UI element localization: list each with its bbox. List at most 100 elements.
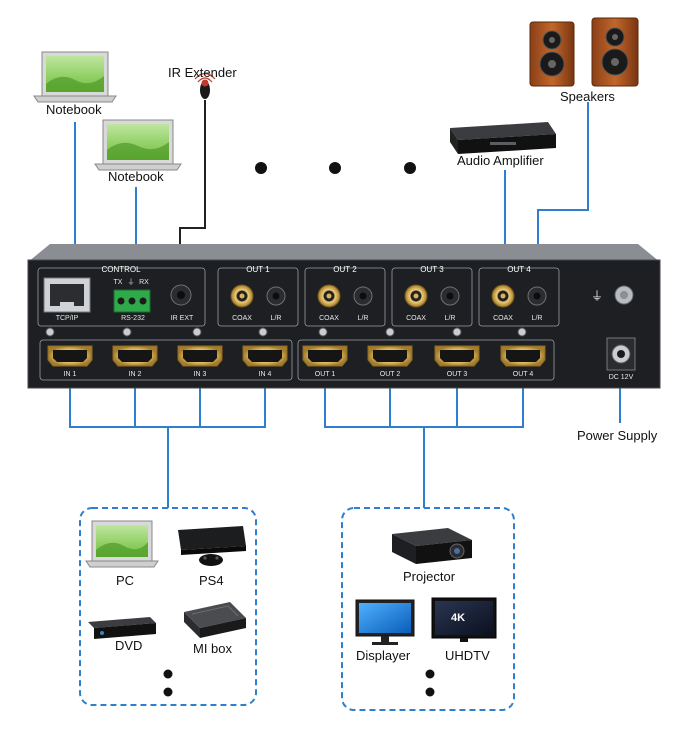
device-body <box>27 259 661 389</box>
speakers-label: Speakers <box>560 89 615 104</box>
hdmi-output-1[interactable] <box>302 345 348 367</box>
rj45-port[interactable] <box>43 277 91 313</box>
coax-jack[interactable] <box>230 284 254 308</box>
control-group-frame <box>37 267 206 327</box>
rs232-terminal[interactable] <box>113 289 151 313</box>
lr-audio-jack[interactable] <box>440 286 460 306</box>
notebook-2-icon <box>94 119 182 171</box>
matrix-device-rear-panel: CONTROL TCP/IP TX RX ⏚ RS-232 IR EXT OUT… <box>27 244 661 389</box>
lr-audio-jack[interactable] <box>266 286 286 306</box>
hdmi-input-1[interactable] <box>47 345 93 367</box>
hdmi-port-label: IN 2 <box>129 371 142 378</box>
rs232-label: RS-232 <box>121 315 145 322</box>
displayer-label: Displayer <box>356 648 411 663</box>
speakers-icon <box>529 17 639 87</box>
audio-out-frame <box>478 267 560 327</box>
coax-label: COAX <box>406 315 426 322</box>
hdmi-input-group-frame <box>39 339 293 381</box>
pc-label: PC <box>116 573 135 588</box>
audio-out-frame <box>217 267 299 327</box>
display-more-dots <box>425 669 435 697</box>
hdmi-port-label: OUT 4 <box>513 371 534 378</box>
ground-screw <box>614 285 634 305</box>
coax-jack[interactable] <box>404 284 428 308</box>
uhdtv-icon: 4K <box>431 597 497 642</box>
audio-out-title: OUT 2 <box>333 265 357 274</box>
ir-ext-label: IR EXT <box>171 315 194 322</box>
uhdtv-label: UHDTV <box>445 648 490 663</box>
hdmi-output-3[interactable] <box>434 345 480 367</box>
hdmi-ports: IN 1 IN 2 IN 3 IN 4 OUT 1 OUT 2 OUT 3 OUT 4 <box>47 345 546 378</box>
lr-label: L/R <box>271 315 282 322</box>
coax-jack[interactable] <box>317 284 341 308</box>
hdmi-output-2[interactable] <box>367 345 413 367</box>
lr-audio-jack[interactable] <box>353 286 373 306</box>
control-label: CONTROL <box>101 265 141 274</box>
mi-box-label: MI box <box>193 641 233 656</box>
audio-amplifier-label: Audio Amplifier <box>457 153 544 168</box>
coax-label: COAX <box>232 315 252 322</box>
uhdtv-4k-badge: 4K <box>451 612 465 624</box>
rx-label: RX <box>139 279 149 286</box>
hdmi-input-4[interactable] <box>242 345 288 367</box>
source-devices-group <box>79 507 257 706</box>
lr-label: L/R <box>532 315 543 322</box>
dvd-label: DVD <box>115 638 143 653</box>
coax-jack[interactable] <box>491 284 515 308</box>
ir-extender-label: IR Extender <box>168 65 237 80</box>
line-outputs-bus <box>324 383 524 428</box>
hdmi-port-label: OUT 1 <box>315 371 336 378</box>
line-ir-extender <box>179 100 206 262</box>
connection-lines <box>69 100 621 508</box>
hdmi-input-2[interactable] <box>112 345 158 367</box>
audio-out-group-1: OUT 1 COAX L/R <box>217 265 299 327</box>
mi-box-icon <box>184 602 246 638</box>
ps4-label: PS4 <box>199 573 224 588</box>
dc-label: DC 12V <box>609 374 634 381</box>
projector-icon <box>392 528 472 564</box>
dc-power-jack[interactable] <box>606 337 636 371</box>
hdmi-port-label: IN 1 <box>64 371 77 378</box>
displayer-monitor-icon <box>355 599 415 645</box>
notebook-1-icon <box>33 51 117 103</box>
audio-amplifier-icon <box>450 122 556 154</box>
hdmi-port-label: OUT 2 <box>380 371 401 378</box>
ground-icon: ⏚ <box>591 289 603 303</box>
more-devices-dots <box>255 162 416 174</box>
device-top-edge <box>28 244 660 262</box>
ir-extender-icon <box>194 72 216 99</box>
hdmi-port-label: IN 3 <box>194 371 207 378</box>
hdmi-input-3[interactable] <box>177 345 223 367</box>
audio-out-title: OUT 1 <box>246 265 270 274</box>
coax-label: COAX <box>493 315 513 322</box>
dvd-player-icon <box>88 617 156 639</box>
lr-label: L/R <box>445 315 456 322</box>
coax-label: COAX <box>319 315 339 322</box>
lr-audio-jack[interactable] <box>527 286 547 306</box>
ir-ext-jack[interactable] <box>170 284 192 306</box>
lr-label: L/R <box>358 315 369 322</box>
ps4-icon <box>178 526 246 566</box>
power-supply-label: Power Supply <box>577 428 658 443</box>
hdmi-output-4[interactable] <box>500 345 546 367</box>
line-inputs-bus <box>69 383 266 428</box>
audio-out-group-4: OUT 4 COAX L/R <box>478 265 560 327</box>
display-devices-group <box>341 507 515 711</box>
line-speakers <box>537 102 589 262</box>
hdmi-port-label: OUT 3 <box>447 371 468 378</box>
panel-screws <box>45 327 527 337</box>
pc-icon <box>85 520 159 568</box>
ground-symbol: ⏚ <box>128 278 135 286</box>
notebook-2-label: Notebook <box>108 169 164 184</box>
audio-out-title: OUT 4 <box>507 265 531 274</box>
hdmi-port-label: IN 4 <box>259 371 272 378</box>
audio-out-frame <box>304 267 386 327</box>
tcpip-label: TCP/IP <box>56 315 79 322</box>
hdmi-output-group-frame <box>297 339 555 381</box>
notebook-1-label: Notebook <box>46 102 102 117</box>
audio-out-frame <box>391 267 473 327</box>
source-more-dots <box>163 669 173 697</box>
tx-label: TX <box>114 279 123 286</box>
